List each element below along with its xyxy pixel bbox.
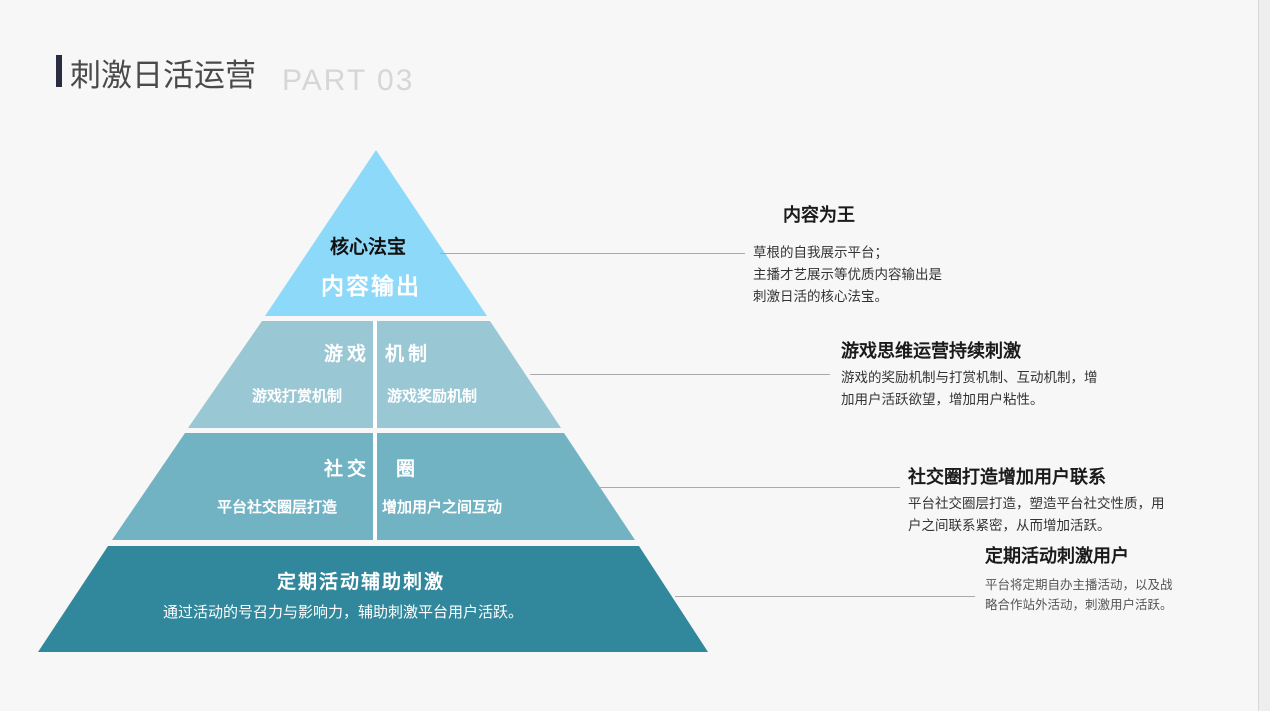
tier-3-right-title: 圈 xyxy=(396,458,416,480)
tier-3-right-subtitle: 增加用户之间互动 xyxy=(382,498,503,516)
tier-1-title: 核心法宝 xyxy=(330,236,407,258)
note-line: 草根的自我展示平台； xyxy=(753,245,888,261)
tier-2-right-subtitle: 游戏奖励机制 xyxy=(387,387,478,405)
tier-3-left-subtitle: 平台社交圈层打造 xyxy=(217,498,338,516)
note-2-text: 游戏的奖励机制与打赏机制、互动机制，增 加用户活跃欲望，增加用户粘性。 xyxy=(841,367,1098,411)
page-title: 刺激日活运营 xyxy=(70,58,256,94)
tier-2-divider xyxy=(373,321,377,428)
note-3-heading: 社交圈打造增加用户联系 xyxy=(908,467,1106,488)
part-label-watermark: PART 03 xyxy=(282,64,415,97)
tier-3-left-title: 社交 xyxy=(324,458,371,480)
note-line: 平台将定期自办主播活动，以及战 xyxy=(985,577,1173,592)
note-line: 刺激日活的核心法宝。 xyxy=(753,289,888,305)
note-line: 主播才艺展示等优质内容输出是 xyxy=(753,267,942,283)
note-line: 平台社交圈层打造，塑造平台社交性质，用 xyxy=(908,496,1165,512)
note-line: 游戏的奖励机制与打赏机制、互动机制，增 xyxy=(841,370,1098,386)
tier-4-title: 定期活动辅助刺激 xyxy=(277,571,446,593)
pyramid-tier-4 xyxy=(38,546,708,652)
tier-2-right-title: 机制 xyxy=(385,343,432,365)
tier-2-left-title: 游戏 xyxy=(324,343,371,365)
note-4-text: 平台将定期自办主播活动，以及战 略合作站外活动，刺激用户活跃。 xyxy=(985,575,1173,615)
tier-1-subtitle: 内容输出 xyxy=(321,274,421,300)
title-accent-bar xyxy=(56,55,62,87)
note-3-text: 平台社交圈层打造，塑造平台社交性质，用 户之间联系紧密，从而增加活跃。 xyxy=(908,493,1165,537)
note-1-heading: 内容为王 xyxy=(783,205,855,226)
scrollbar[interactable] xyxy=(1258,0,1270,711)
note-line: 户之间联系紧密，从而增加活跃。 xyxy=(908,518,1111,534)
pyramid-tier-1 xyxy=(265,150,487,316)
tier-3-divider xyxy=(373,433,377,540)
note-line: 加用户活跃欲望，增加用户粘性。 xyxy=(841,392,1044,408)
note-4-heading: 定期活动刺激用户 xyxy=(985,546,1129,567)
tier-2-left-subtitle: 游戏打赏机制 xyxy=(252,387,343,405)
note-1-text: 草根的自我展示平台； 主播才艺展示等优质内容输出是 刺激日活的核心法宝。 xyxy=(753,242,942,308)
note-2-heading: 游戏思维运营持续刺激 xyxy=(841,341,1021,362)
note-line: 略合作站外活动，刺激用户活跃。 xyxy=(985,597,1173,612)
tier-4-subtitle: 通过活动的号召力与影响力，辅助刺激平台用户活跃。 xyxy=(163,603,524,621)
